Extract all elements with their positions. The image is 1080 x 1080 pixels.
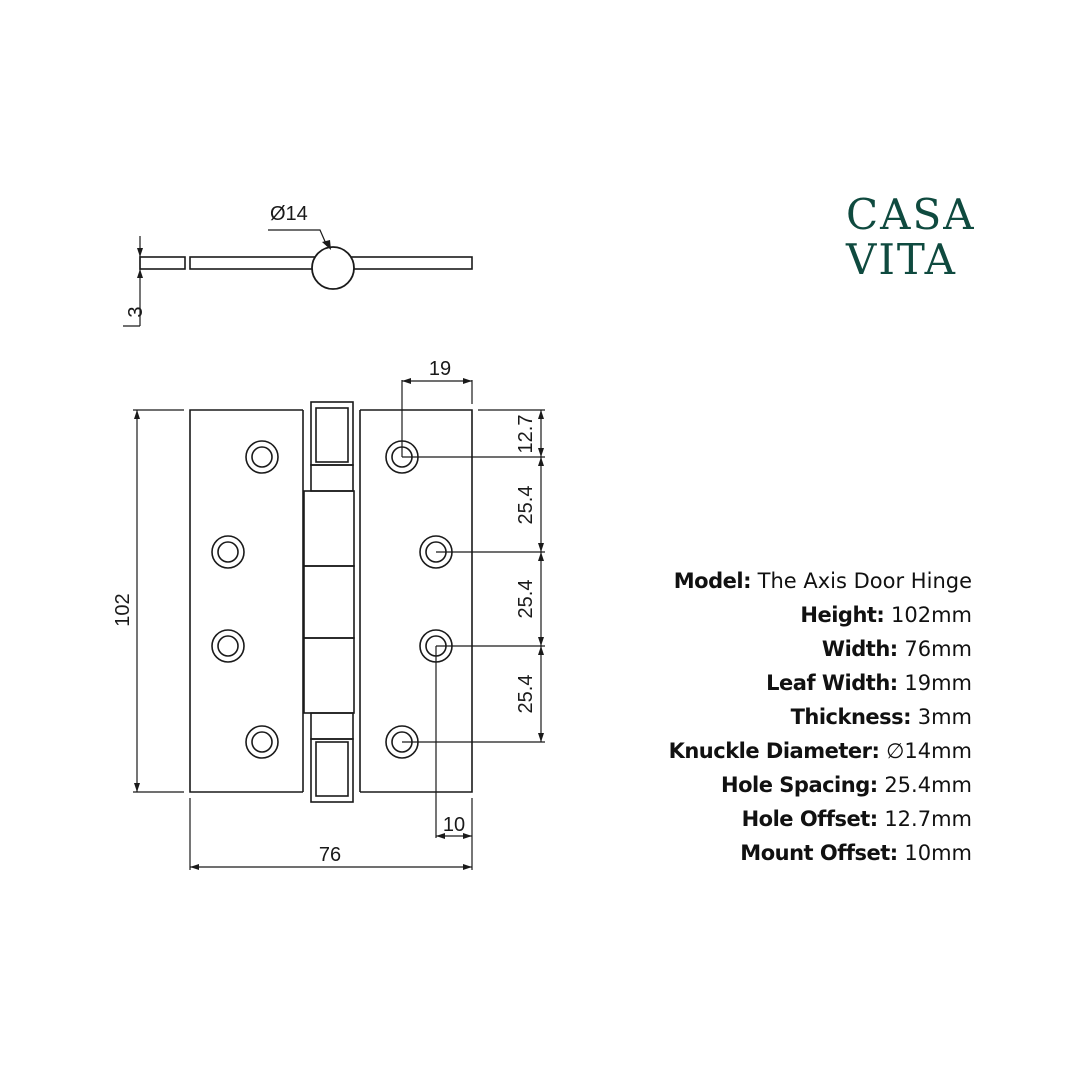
- arrow: [190, 864, 199, 870]
- hole-spacing-label-1: 25.4: [515, 486, 537, 525]
- knuckle-segment-3: [303, 490, 355, 567]
- knuckle-leader-arrow: [322, 240, 331, 250]
- spec-label: Leaf Width:: [766, 671, 898, 695]
- arrow: [134, 410, 140, 419]
- spec-value: 102mm: [884, 603, 972, 627]
- spec-label: Width:: [821, 637, 898, 661]
- knuckle-leader: [268, 229, 328, 247]
- spec-row-hole-spacing: Hole Spacing: 25.4mm: [512, 768, 972, 802]
- hole-spacing-label-3: 25.4: [515, 675, 537, 714]
- spec-row-knuckle-diameter: Knuckle Diameter: ∅14mm: [512, 734, 972, 768]
- arrow: [463, 864, 472, 870]
- screw-hole-inner: [217, 541, 239, 563]
- arrow: [463, 833, 472, 839]
- knuckle-segment-6: [310, 712, 354, 740]
- screw-hole: [211, 629, 245, 663]
- logo-line-1: CASA: [846, 190, 976, 239]
- screw-hole: [211, 535, 245, 569]
- screw-hole-inner: [251, 731, 273, 753]
- thickness-arrow-bottom: [137, 269, 143, 278]
- spec-value: 3mm: [911, 705, 972, 729]
- spec-value: The Axis Door Hinge: [750, 569, 972, 593]
- spec-list: Model: The Axis Door Hinge Height: 102mm…: [512, 564, 972, 870]
- hole-spacing-label-2: 25.4: [515, 580, 537, 619]
- spec-label: Mount Offset:: [740, 841, 898, 865]
- mount-offset-label: 10: [443, 814, 465, 836]
- thickness-arrow-top: [137, 248, 143, 257]
- casa-vita-logo: CASA VITA: [846, 190, 976, 284]
- arrow: [538, 552, 544, 561]
- spec-row-leaf-width: Leaf Width: 19mm: [512, 666, 972, 700]
- spec-row-hole-offset: Hole Offset: 12.7mm: [512, 802, 972, 836]
- arrow: [134, 783, 140, 792]
- spec-row-mount-offset: Mount Offset: 10mm: [512, 836, 972, 870]
- spec-row-height: Height: 102mm: [512, 598, 972, 632]
- arrow: [402, 378, 411, 384]
- knuckle-segment-4: [303, 565, 355, 639]
- spec-row-model: Model: The Axis Door Hinge: [512, 564, 972, 598]
- arrow: [538, 448, 544, 457]
- knuckle-segment-7-inner: [315, 741, 349, 797]
- spec-label: Hole Spacing:: [721, 773, 878, 797]
- right-leaf-outline: [360, 409, 473, 793]
- spec-value: 10mm: [897, 841, 972, 865]
- logo-line-2: VITA: [846, 235, 957, 284]
- arrow: [436, 833, 445, 839]
- height-label: 102: [112, 593, 134, 626]
- spec-row-width: Width: 76mm: [512, 632, 972, 666]
- spec-value: ∅14mm: [879, 739, 972, 763]
- spec-value: 12.7mm: [877, 807, 972, 831]
- arrow: [538, 637, 544, 646]
- spec-value: 76mm: [897, 637, 972, 661]
- knuckle-segment-5: [303, 637, 355, 714]
- knuckle-segment-7: [310, 738, 354, 803]
- left-leaf-outline: [189, 409, 303, 793]
- left-leaf-holes: [211, 440, 279, 759]
- top-view: Ø14 3: [123, 203, 473, 327]
- leaf-width-label: 19: [429, 358, 451, 380]
- screw-hole-inner: [217, 635, 239, 657]
- width-label: 76: [319, 844, 341, 866]
- front-view: 12.7 25.4 25.4 25.4 19 102 10 76: [112, 358, 545, 870]
- spec-label: Hole Offset:: [741, 807, 879, 831]
- arrow: [538, 646, 544, 655]
- spec-label: Model:: [673, 569, 752, 593]
- spec-label: Thickness:: [790, 705, 912, 729]
- hole-offset-label: 12.7: [515, 415, 537, 454]
- thickness-dimension-label: 3: [125, 306, 147, 317]
- right-leaf-holes: [385, 440, 453, 759]
- knuckle-dimension-label: Ø14: [270, 203, 308, 225]
- arrow: [538, 457, 544, 466]
- knuckle-segment-1: [310, 401, 354, 466]
- screw-hole: [245, 440, 279, 474]
- arrow: [538, 543, 544, 552]
- screw-hole-inner: [251, 446, 273, 468]
- knuckle-segment-2: [310, 464, 354, 492]
- arrow: [538, 733, 544, 742]
- knuckle-circle: [311, 246, 355, 290]
- spec-value: 25.4mm: [877, 773, 972, 797]
- spec-label: Height:: [800, 603, 885, 627]
- spec-value: 19mm: [897, 671, 972, 695]
- arrow: [463, 378, 472, 384]
- spec-label: Knuckle Diameter:: [668, 739, 880, 763]
- knuckle-segment-1-inner: [315, 407, 349, 463]
- top-view-leaf-left-stub: [139, 256, 186, 270]
- screw-hole: [245, 725, 279, 759]
- arrow: [538, 410, 544, 419]
- spec-row-thickness: Thickness: 3mm: [512, 700, 972, 734]
